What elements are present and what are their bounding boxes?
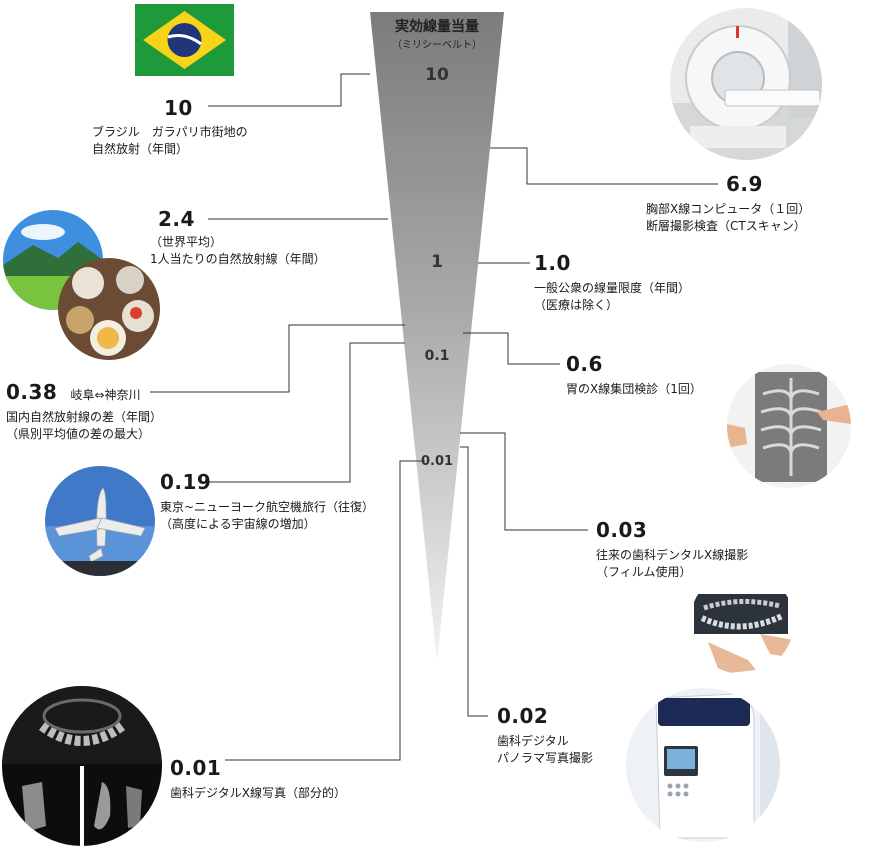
item-value: 10 (164, 96, 193, 120)
scale-tick-0.1: 0.1 (424, 348, 450, 364)
desc-line: （フィルム使用） (596, 565, 692, 579)
item-value: 1.0 (534, 251, 571, 275)
desc-line: （高度による宇宙線の増加） (160, 517, 316, 531)
item-public-limit: 1.0 一般公衆の線量限度（年間） （医療は除く） (534, 251, 690, 314)
connector-0.02 (460, 446, 488, 717)
item-inline-label: 岐阜⇔神奈川 (70, 388, 141, 402)
brazil-flag-image (135, 4, 234, 76)
item-desc: 胃のX線集団検診（1回） (566, 381, 702, 398)
connector-10 (208, 73, 370, 107)
desc-line: 歯科デジタルX線写真（部分的） (170, 786, 346, 800)
connector-0.19 (208, 342, 405, 483)
panoramic-xray-machine-image (626, 688, 780, 842)
airplane-image (45, 466, 155, 576)
desc-line: 歯科デジタル (497, 734, 569, 748)
item-value: 0.01 (170, 756, 222, 780)
desc-line: パノラマ写真撮影 (497, 751, 594, 765)
desc-line: ブラジル ガラパリ市街地の (92, 125, 248, 139)
desc-line: （世界平均） (150, 235, 223, 249)
chest-xray-image (727, 364, 851, 488)
desc-line: 断層撮影検査（CTスキャン） (646, 219, 806, 233)
item-brazil: 10 ブラジル ガラパリ市街地の 自然放射（年間） (92, 96, 248, 158)
funnel-subtitle: （ミリシーベルト） (392, 40, 482, 51)
connector-0.6 (463, 332, 560, 365)
item-value: 0.03 (596, 518, 648, 542)
desc-line: （医療は除く） (534, 298, 619, 312)
dental-ct-image (2, 686, 162, 846)
item-desc: 歯科デジタルX線写真（部分的） (170, 785, 346, 802)
item-desc: 国内自然放射線の差（年間） （県別平均値の差の最大） (6, 409, 162, 443)
item-desc: 往来の歯科デンタルX線撮影 （フィルム使用） (596, 547, 748, 581)
connector-0.38 (150, 324, 405, 393)
item-desc: 一般公衆の線量限度（年間） （医療は除く） (534, 280, 690, 314)
scale-tick-10: 10 (425, 65, 449, 85)
item-value: 0.6 (566, 352, 603, 376)
item-value: 0.38 (6, 380, 58, 404)
connector-0.01 (225, 460, 425, 761)
item-world-average: 2.4 （世界平均） 1人当たりの自然放射線（年間） (150, 207, 326, 268)
dose-funnel (370, 12, 504, 662)
connector-6.9 (490, 147, 718, 185)
scale-tick-0.01: 0.01 (420, 454, 454, 469)
funnel-title: 実効線量当量 (395, 19, 479, 35)
item-value: 0.02 (497, 704, 549, 728)
connector-0.03 (460, 432, 588, 531)
item-dental-digital: 0.01 歯科デジタルX線写真（部分的） (170, 756, 346, 802)
item-ct-scan: 6.9 胸部X線コンピュータ（１回） 断層撮影検査（CTスキャン） (646, 172, 810, 235)
item-desc: 胸部X線コンピュータ（１回） 断層撮影検査（CTスキャン） (646, 201, 810, 235)
item-value: 2.4 (158, 207, 195, 231)
item-value: 0.19 (160, 470, 212, 494)
desc-line: 胃のX線集団検診（1回） (566, 382, 702, 396)
item-desc: 東京~ニューヨーク航空機旅行（往復） （高度による宇宙線の増加） (160, 499, 374, 533)
dental-xray-film-image (690, 570, 794, 674)
desc-line: 自然放射（年間） (92, 142, 189, 156)
item-dental-panorama: 0.02 歯科デジタル パノラマ写真撮影 (497, 704, 593, 767)
item-desc: （世界平均） 1人当たりの自然放射線（年間） (150, 234, 326, 268)
desc-line: 胸部X線コンピュータ（１回） (646, 202, 811, 216)
desc-line: 国内自然放射線の差（年間） (6, 410, 163, 424)
item-desc: ブラジル ガラパリ市街地の 自然放射（年間） (92, 124, 248, 158)
item-stomach-xray: 0.6 胃のX線集団検診（1回） (566, 352, 702, 398)
desc-line: 1人当たりの自然放射線（年間） (150, 252, 326, 266)
scale-tick-1: 1 (431, 252, 443, 272)
item-flight: 0.19 東京~ニューヨーク航空機旅行（往復） （高度による宇宙線の増加） (160, 470, 374, 533)
item-desc: 歯科デジタル パノラマ写真撮影 (497, 733, 593, 767)
item-value: 6.9 (726, 172, 763, 196)
desc-line: 東京~ニューヨーク航空機旅行（往復） (160, 500, 375, 514)
item-dental-film: 0.03 往来の歯科デンタルX線撮影 （フィルム使用） (596, 518, 748, 581)
item-prefecture-difference: 0.38 岐阜⇔神奈川 国内自然放射線の差（年間） （県別平均値の差の最大） (6, 380, 162, 443)
desc-line: 一般公衆の線量限度（年間） (534, 281, 691, 295)
desc-line: 往来の歯科デンタルX線撮影 (596, 548, 749, 562)
japanese-meal-image (58, 258, 160, 360)
ct-scanner-image (670, 8, 822, 160)
desc-line: （県別平均値の差の最大） (6, 427, 151, 441)
